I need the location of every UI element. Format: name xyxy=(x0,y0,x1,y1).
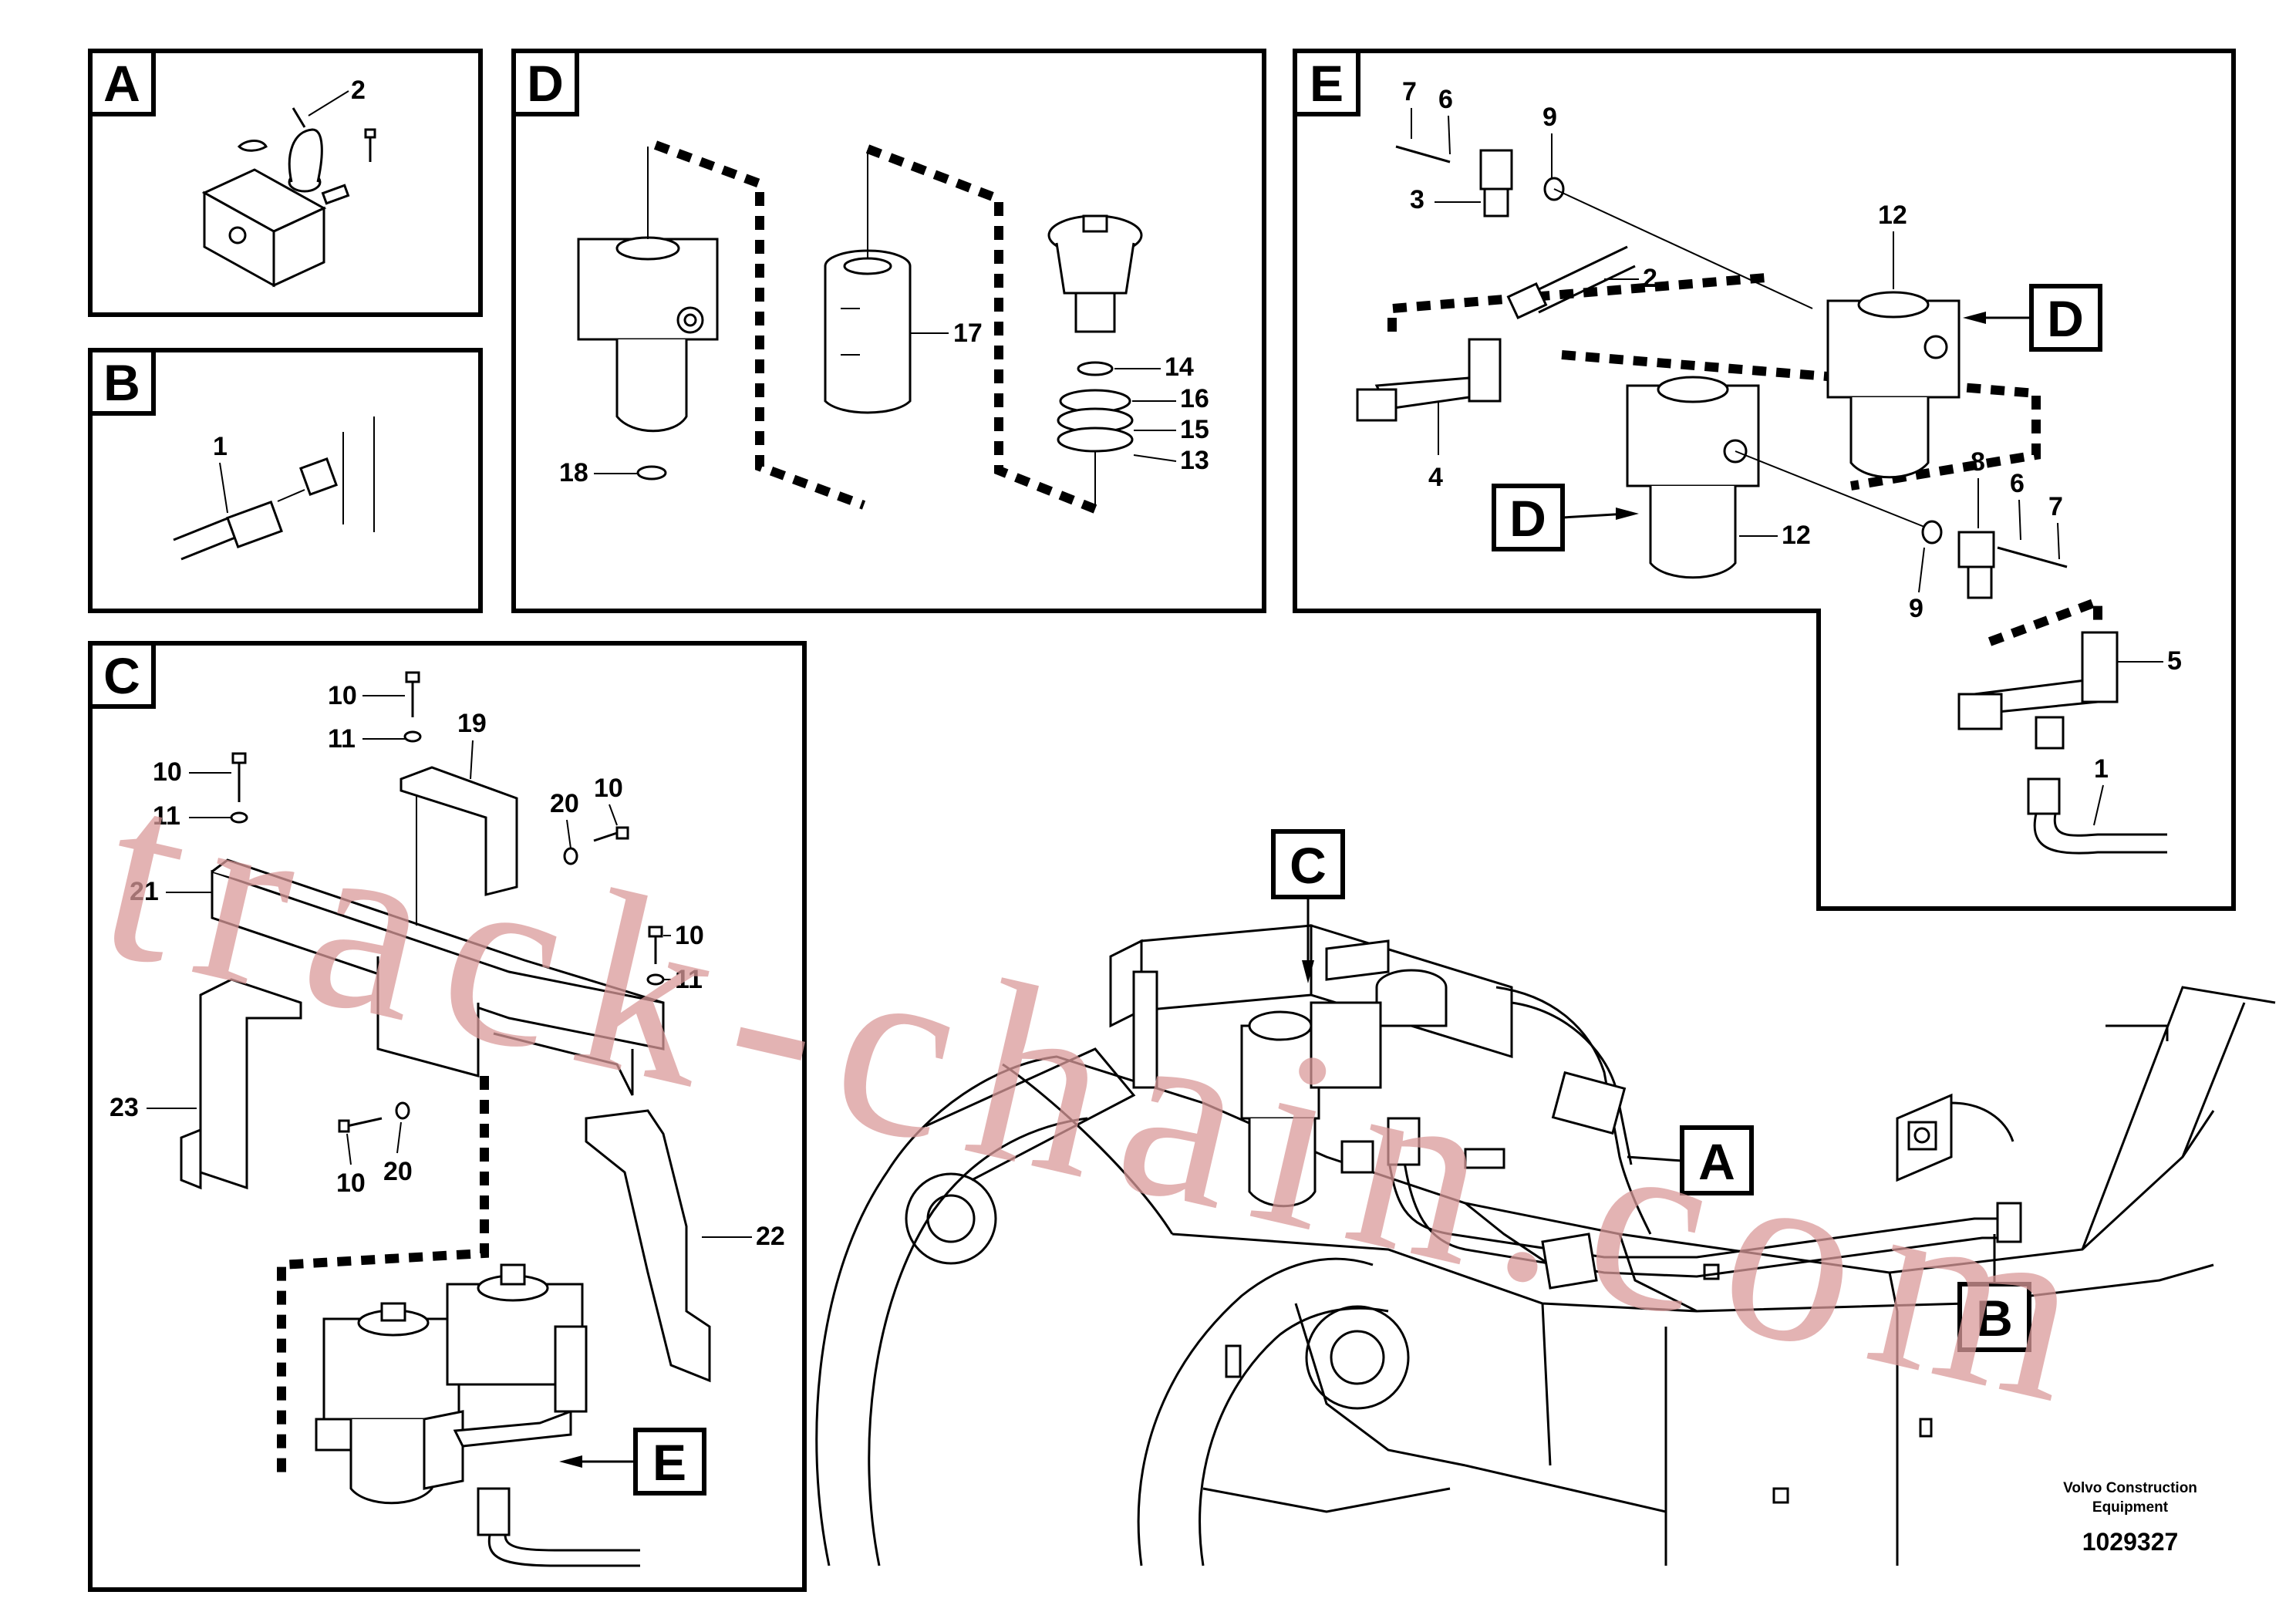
callout-number: 18 xyxy=(559,458,588,487)
panel-c: C xyxy=(88,641,807,1592)
callout-letter: A xyxy=(1698,1133,1735,1190)
callout-number: 13 xyxy=(1180,446,1209,475)
callout-number: 10 xyxy=(328,681,357,710)
callout-letter: E xyxy=(652,1434,686,1491)
panel-d: D 17 14 16 15 1 xyxy=(511,49,1266,613)
callout-number: 12 xyxy=(1782,521,1811,550)
callout-letter: D xyxy=(1509,490,1546,547)
callout-letter: B xyxy=(1976,1290,2013,1347)
panel-letter: D xyxy=(527,55,564,112)
callout-number: 14 xyxy=(1165,352,1194,382)
callout-number: 4 xyxy=(1428,463,1443,492)
callout-number: 10 xyxy=(594,774,623,803)
callout-number: 7 xyxy=(1402,77,1417,106)
callout-number: 23 xyxy=(110,1093,139,1122)
callout-number: 8 xyxy=(1971,447,1985,477)
machine-frame-drawing xyxy=(815,923,2276,1566)
panel-b: B 1 xyxy=(88,348,483,613)
main-callout-b: B xyxy=(1957,1234,2031,1352)
callout-number: 19 xyxy=(457,709,487,738)
panel-e: E xyxy=(1293,49,2236,911)
main-callout-c: C xyxy=(1271,829,1345,983)
callout-number: 20 xyxy=(383,1157,413,1186)
callout-number: 11 xyxy=(675,965,703,994)
callout-letter: D xyxy=(2047,290,2084,347)
panel-letter: C xyxy=(103,647,140,704)
drawing-number: 1029327 xyxy=(2082,1528,2179,1556)
panel-letter: B xyxy=(103,354,140,411)
callout-number: 11 xyxy=(153,801,180,831)
callout-number: 20 xyxy=(550,789,579,818)
panel-letter: A xyxy=(103,55,140,112)
callout-number: 9 xyxy=(1542,103,1557,132)
callout-number: 21 xyxy=(130,877,159,906)
panel-a: A 2 xyxy=(88,49,483,317)
callout-number: 10 xyxy=(153,757,182,787)
callout-number: 1 xyxy=(2094,754,2109,784)
callout-number: 10 xyxy=(675,921,704,950)
callout-number: 6 xyxy=(1438,85,1453,114)
callout-letter: C xyxy=(1290,837,1327,894)
brand-line-2: Equipment xyxy=(2092,1499,2169,1516)
callout-number: 22 xyxy=(756,1222,785,1251)
callout-number: 12 xyxy=(1878,201,1907,230)
callout-number: 16 xyxy=(1180,384,1209,413)
callout-number: 11 xyxy=(328,724,356,754)
callout-number: 7 xyxy=(2048,492,2063,521)
callout-number: 15 xyxy=(1180,415,1209,444)
brand-line-1: Volvo Construction xyxy=(2063,1480,2197,1496)
callout-number: 17 xyxy=(953,319,983,348)
callout-number: 2 xyxy=(351,76,366,105)
callout-number: 5 xyxy=(2167,646,2182,676)
callout-number: 9 xyxy=(1909,594,1923,623)
main-callout-a: A xyxy=(1627,1125,1754,1195)
panel-letter: E xyxy=(1310,55,1344,112)
footer-block: Volvo Construction Equipment 1029327 xyxy=(2063,1480,2197,1556)
callout-number: 2 xyxy=(1643,264,1657,293)
callout-number: 3 xyxy=(1410,185,1424,214)
callout-number: 6 xyxy=(2010,469,2025,498)
callout-number: 10 xyxy=(336,1168,366,1198)
callout-number: 1 xyxy=(213,432,228,461)
